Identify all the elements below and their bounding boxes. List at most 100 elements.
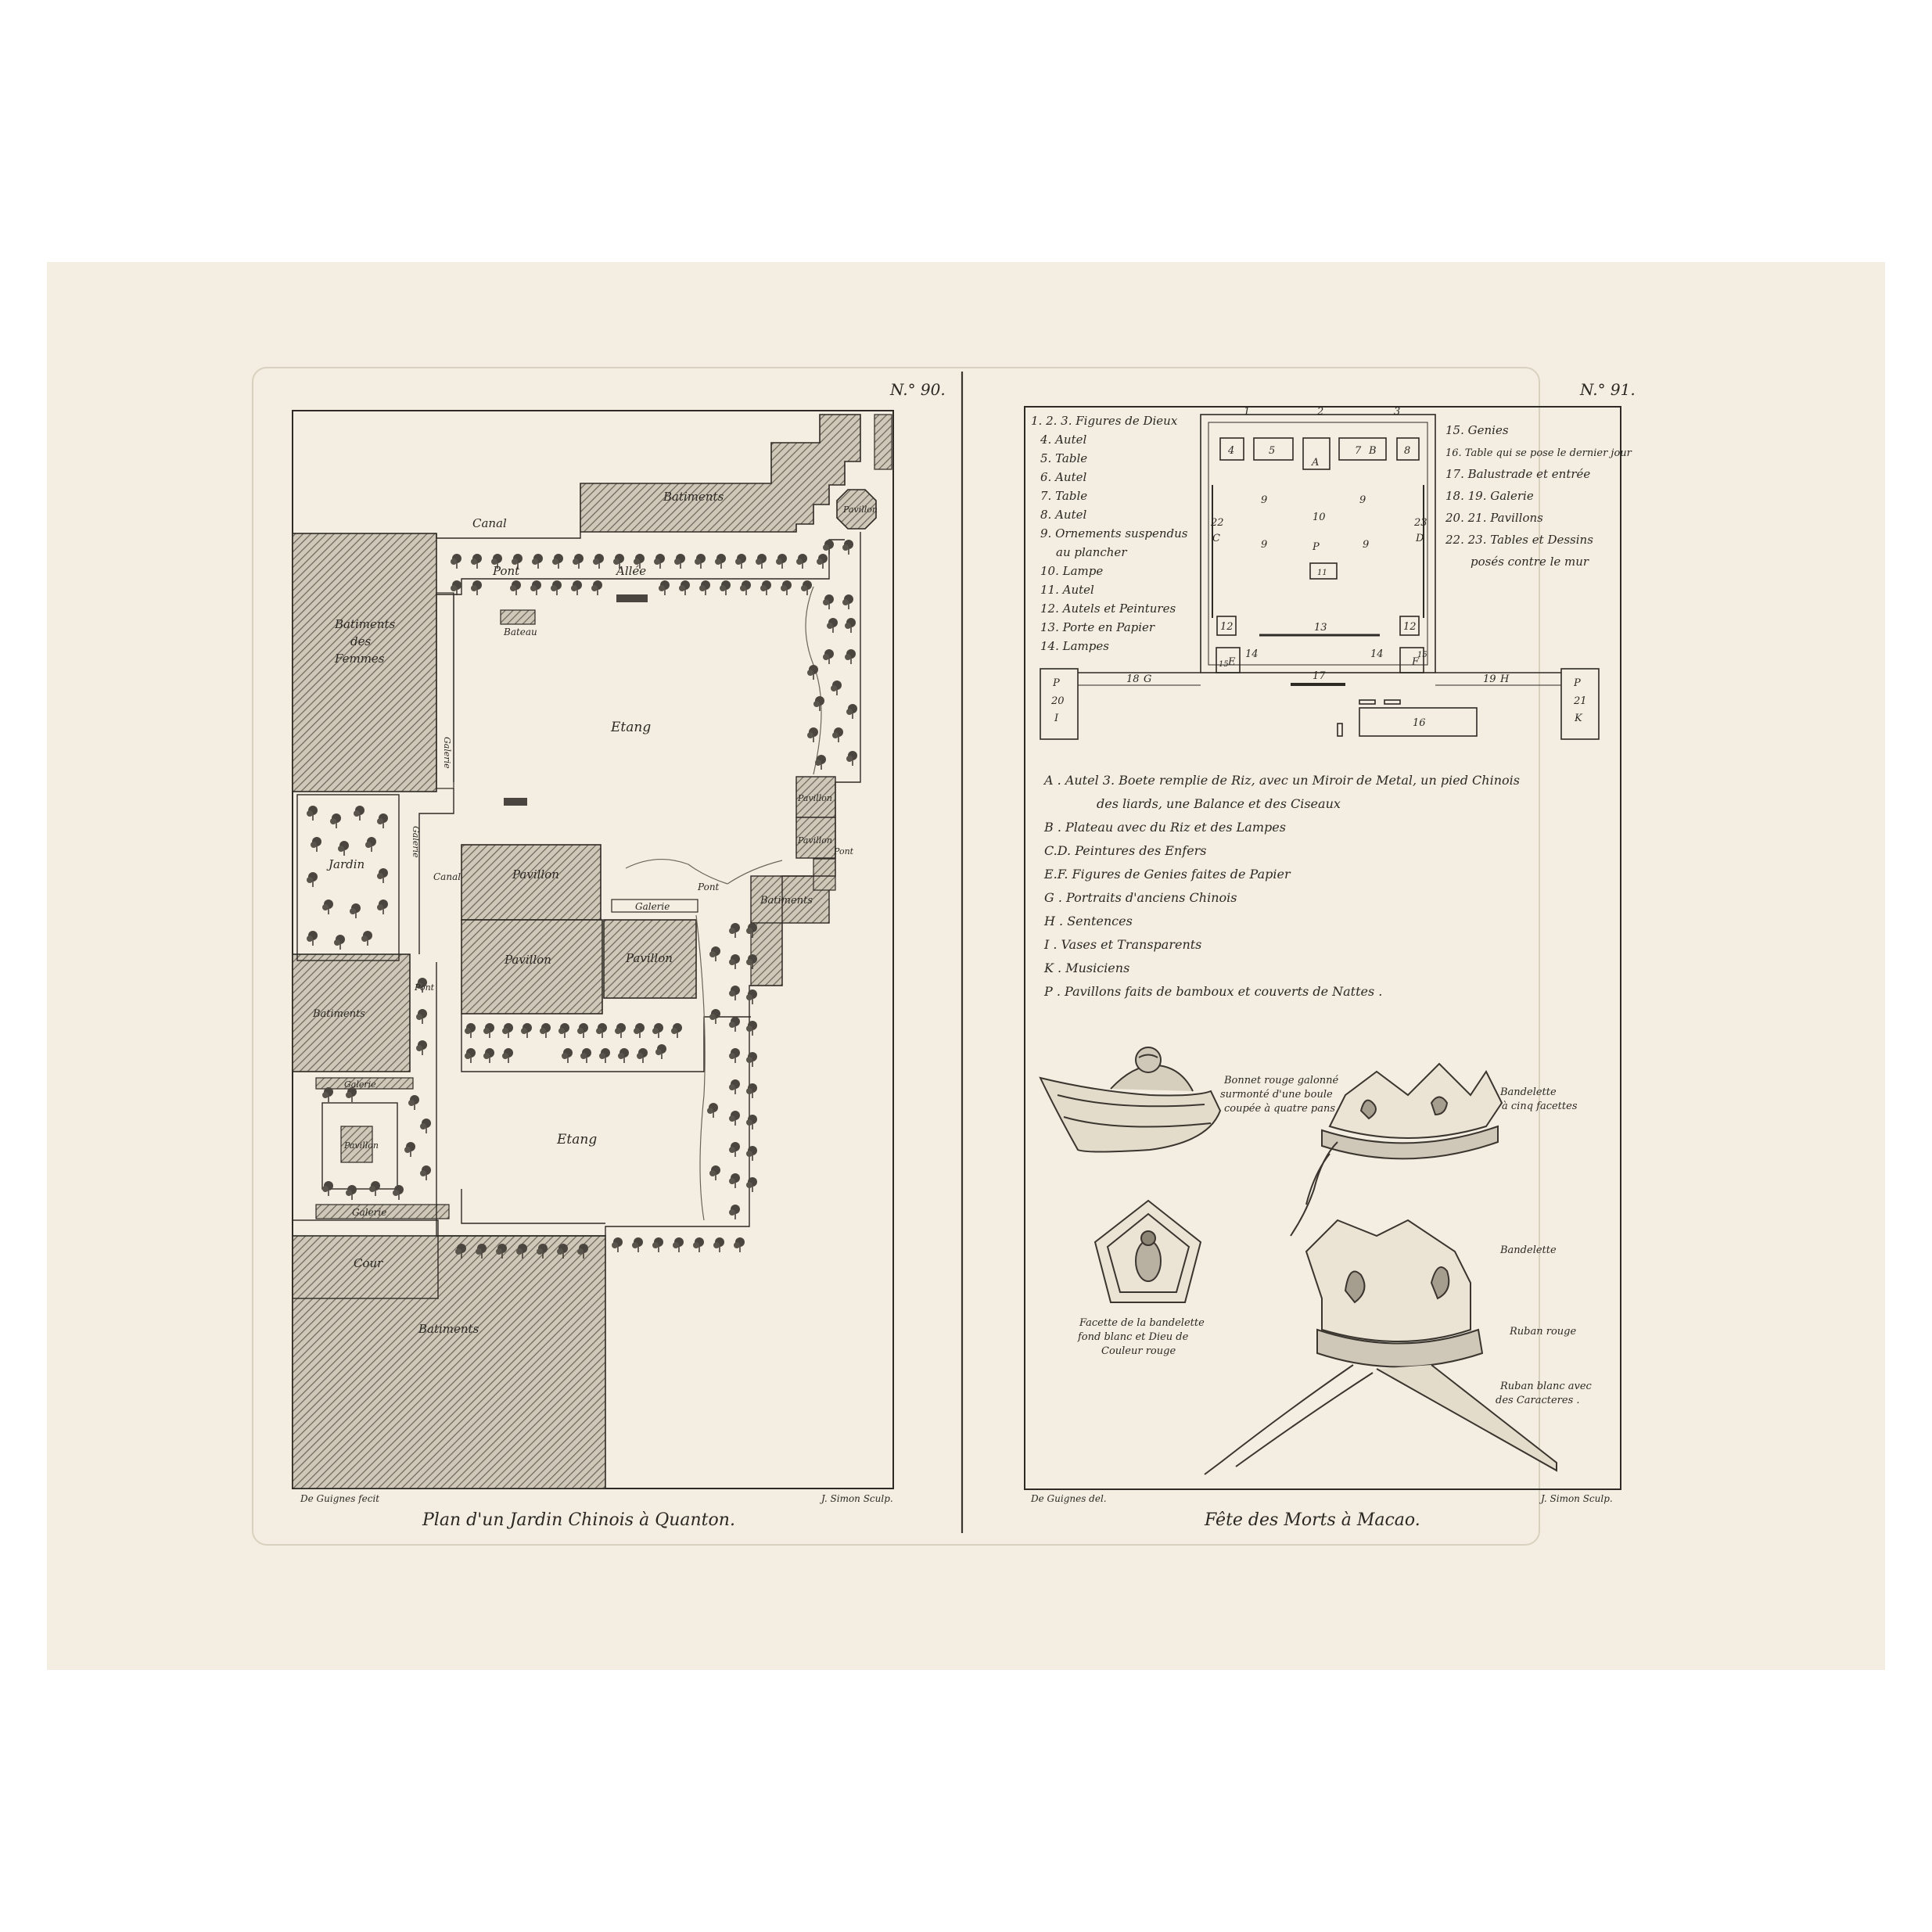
left-plate: N.° 90.: [292, 380, 946, 1530]
label-pavillon-right-1: Pavillon: [797, 793, 832, 803]
mark-H: H: [1499, 673, 1510, 685]
label-pavillon-right-2: Pavillon: [797, 835, 832, 846]
label-batiments-top: Batiments: [663, 490, 724, 504]
mark-14a: 14: [1245, 648, 1259, 660]
bandelette-five-facets-drawing: [1290, 1062, 1503, 1237]
label-pavillon-corner: Pavillon: [842, 505, 878, 515]
label-etang-upper: Etang: [610, 720, 651, 735]
pont-right-block: [813, 858, 836, 891]
legend-letter-G: G . Portraits d'anciens Chinois: [1044, 890, 1237, 905]
label-pavillon-center-top: Pavillon: [512, 867, 559, 882]
label-bandelette-cinq-1: Bandelette: [1499, 1086, 1557, 1098]
label-allee: Allée: [615, 564, 646, 578]
label-facette-3: Couleur rouge: [1101, 1345, 1176, 1357]
mark-21: 21: [1573, 695, 1587, 707]
legend-num-7: 7. Table: [1040, 489, 1087, 503]
illustration-labels: Bonnet rouge galonné surmonté d'une boul…: [1077, 1075, 1593, 1406]
legend-letter-H: H . Sentences: [1043, 914, 1133, 928]
label-batiments-left: Batiments: [312, 1008, 365, 1020]
left-credit-right: J. Simon Sculp.: [819, 1493, 893, 1504]
legend-letters: A . Autel 3. Boete remplie de Riz, avec …: [1043, 773, 1520, 999]
label-bandelette-cinq-2: à cinq facettes: [1502, 1101, 1578, 1112]
label-ruban-blanc-2: des Caracteres .: [1496, 1395, 1580, 1406]
label-facette-2: fond blanc et Dieu de: [1077, 1331, 1189, 1343]
label-canal-mid: Canal: [433, 871, 461, 882]
legend-letter-A-cont: des liards, une Balance et des Ciseaux: [1097, 796, 1341, 811]
mark-14b: 14: [1370, 648, 1384, 660]
pavillon-corner-octagon: [836, 489, 877, 530]
legend-num-11: 11. Autel: [1040, 583, 1094, 597]
mark-15a: 15: [1219, 660, 1229, 669]
label-batiments-right: Batiments: [760, 895, 813, 907]
legend-num-22: 22. 23. Tables et Dessins: [1445, 533, 1593, 547]
label-etang-lower: Etang: [556, 1132, 597, 1147]
legend-letter-CD: C.D. Peintures des Enfers: [1044, 843, 1207, 858]
galerie-center-strip: [611, 899, 698, 913]
mark-1: 1: [1244, 406, 1250, 418]
mark-16: 16: [1413, 717, 1426, 729]
label-pont-center: Pont: [697, 882, 720, 892]
right-plate-caption: Fête des Morts à Macao.: [1204, 1510, 1420, 1530]
batiments-left-block: [292, 953, 411, 1072]
right-credit-right: J. Simon Sculp.: [1539, 1493, 1613, 1504]
label-jardin: Jardin: [326, 857, 364, 871]
mark-3: 3: [1394, 406, 1400, 418]
facette-drawing: [1093, 1199, 1202, 1303]
right-credit-left: De Guignes del.: [1030, 1493, 1107, 1504]
mark-P-left: P: [1052, 677, 1060, 689]
mark-I: I: [1054, 713, 1059, 724]
mark-17: 17: [1313, 670, 1326, 682]
mark-G: G: [1144, 673, 1151, 685]
mark-9d: 9: [1363, 539, 1369, 551]
mark-20: 20: [1050, 695, 1065, 707]
label-facette-1: Facette de la bandelette: [1079, 1317, 1205, 1329]
label-pont-right: Pont: [833, 846, 854, 856]
mark-23: 23: [1413, 517, 1427, 529]
temple-plan: [1040, 414, 1600, 740]
cour-enclosure: [292, 1219, 439, 1299]
mark-12b: 12: [1403, 621, 1417, 633]
legend-num-5: 5. Table: [1040, 451, 1087, 465]
legend-numbers-right: 15. Genies 16. Table qui se pose le dern…: [1445, 423, 1632, 569]
label-galerie-center: Galerie: [635, 901, 670, 912]
pavillon-center-top-block: [461, 844, 602, 921]
mark-4: 4: [1227, 445, 1234, 457]
label-pont-left: Pont: [414, 982, 435, 993]
label-bandelette: Bandelette: [1499, 1244, 1557, 1256]
mark-9b: 9: [1359, 494, 1366, 506]
label-canal-top: Canal: [472, 516, 507, 530]
batiments-corner-strip: [874, 414, 892, 470]
legend-num-9: 9. Ornements suspendus: [1040, 526, 1188, 540]
label-pont-top: Pont: [492, 564, 520, 578]
plate-mark: [252, 367, 1540, 1546]
legend-num-16: 16. Table qui se pose le dernier jour: [1445, 447, 1632, 459]
mark-C: C: [1212, 533, 1220, 544]
legend-letter-I: I . Vases et Transparents: [1043, 937, 1201, 952]
label-bonnet-1: Bonnet rouge galonné: [1223, 1075, 1339, 1086]
mark-22: 22: [1210, 517, 1224, 529]
mark-P: P: [1312, 541, 1320, 553]
legend-letter-K: K . Musiciens: [1043, 961, 1129, 975]
legend-num-4: 4. Autel: [1040, 433, 1086, 447]
mark-9c: 9: [1261, 539, 1267, 551]
label-galerie-left: Galerie: [442, 737, 452, 769]
galerie-bottom-strip: [315, 1204, 450, 1219]
bonnet-drawing: [1039, 1047, 1222, 1153]
allee-landing: [616, 594, 648, 602]
mark-F: F: [1411, 656, 1420, 668]
label-bateau: Bateau: [503, 627, 537, 637]
mark-5: 5: [1269, 445, 1275, 457]
batiments-right-annex: [750, 922, 783, 986]
batiments-bottom-block: [292, 1235, 606, 1489]
label-pavillon-lower: Pavillon: [343, 1140, 379, 1151]
legend-letter-EF: E.F. Figures de Genies faites de Papier: [1043, 867, 1291, 882]
mark-P-right: P: [1573, 677, 1581, 689]
label-galerie-lower: Galerie: [344, 1079, 376, 1090]
legend-num-13: 13. Porte en Papier: [1040, 620, 1155, 634]
legend-num-10: 10. Lampe: [1040, 564, 1103, 578]
mark-11: 11: [1317, 569, 1327, 577]
mark-19: 19: [1483, 673, 1496, 685]
mark-10: 10: [1313, 512, 1326, 523]
